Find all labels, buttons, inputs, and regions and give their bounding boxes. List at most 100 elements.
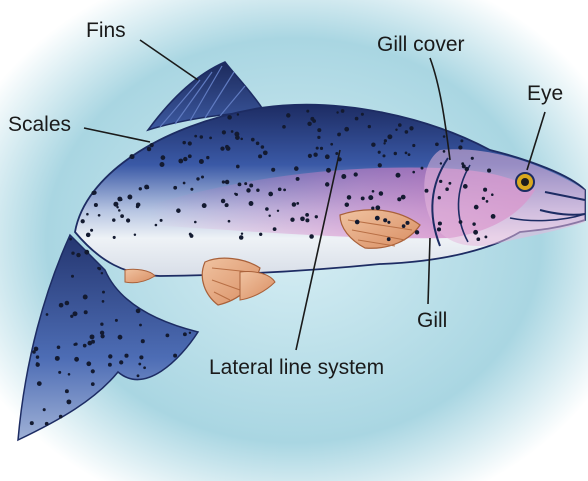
spot xyxy=(345,202,349,206)
spot xyxy=(58,371,61,374)
spot xyxy=(65,389,69,393)
spot xyxy=(161,155,166,160)
spot xyxy=(100,331,104,335)
spot xyxy=(487,169,491,173)
spot xyxy=(458,145,462,149)
spot xyxy=(100,323,103,326)
spot xyxy=(438,221,442,225)
spot xyxy=(344,127,349,132)
spot xyxy=(296,177,300,181)
spot xyxy=(190,188,193,191)
spot xyxy=(354,172,358,176)
spot xyxy=(131,155,135,159)
gill-label: Gill xyxy=(417,310,447,331)
spot xyxy=(408,153,411,156)
spot xyxy=(244,182,247,185)
spot xyxy=(305,213,309,217)
spot xyxy=(271,168,275,172)
spot xyxy=(119,360,123,364)
spot xyxy=(225,203,229,207)
spot xyxy=(491,214,496,219)
spot xyxy=(256,141,260,145)
spot xyxy=(91,382,95,386)
spot xyxy=(183,332,187,336)
spot xyxy=(378,151,381,154)
spot xyxy=(57,346,61,350)
spot xyxy=(84,310,88,314)
spot xyxy=(98,267,101,270)
spot xyxy=(273,227,277,231)
spot xyxy=(382,154,385,157)
spot xyxy=(405,152,408,155)
spot xyxy=(307,122,311,126)
spot xyxy=(387,237,391,241)
spot xyxy=(375,205,380,210)
spot xyxy=(90,229,93,232)
spot xyxy=(237,113,239,115)
spot xyxy=(325,182,329,186)
spot xyxy=(383,218,387,222)
spot xyxy=(137,374,140,377)
spot xyxy=(136,205,139,208)
spot xyxy=(147,147,151,151)
spot xyxy=(355,220,360,225)
spot xyxy=(59,303,64,308)
spot xyxy=(445,187,449,191)
scales-label: Scales xyxy=(8,114,71,135)
spot xyxy=(160,162,165,167)
lateral-line-label: Lateral line system xyxy=(209,357,384,378)
spot xyxy=(484,235,487,238)
spot xyxy=(113,236,116,239)
spot xyxy=(120,214,124,218)
spot xyxy=(118,209,121,212)
spot xyxy=(294,166,299,171)
spot xyxy=(117,197,122,202)
spot xyxy=(66,399,71,404)
spot xyxy=(448,182,451,185)
spot xyxy=(98,214,101,217)
spot xyxy=(394,152,397,155)
spot xyxy=(182,141,185,144)
spot xyxy=(239,235,244,240)
spot xyxy=(379,191,384,196)
spot xyxy=(341,109,345,113)
spot xyxy=(91,191,95,195)
spot xyxy=(368,195,373,200)
spot xyxy=(68,373,71,376)
spot xyxy=(74,357,79,362)
spot xyxy=(228,220,231,223)
spot xyxy=(415,230,419,234)
spot xyxy=(315,215,318,218)
spot xyxy=(326,168,331,173)
spot xyxy=(139,355,143,359)
spot xyxy=(305,218,309,222)
spot xyxy=(443,150,446,153)
spot xyxy=(94,203,98,207)
spot xyxy=(136,309,141,314)
spot xyxy=(443,135,446,138)
spot xyxy=(282,125,286,129)
spot xyxy=(261,145,265,149)
spot xyxy=(30,421,34,425)
spot xyxy=(36,363,40,367)
spot xyxy=(486,200,489,203)
spot xyxy=(236,165,240,169)
spot xyxy=(234,193,236,195)
spot xyxy=(139,324,142,327)
spot xyxy=(83,344,87,348)
spot xyxy=(209,137,212,140)
spot xyxy=(143,366,146,369)
spot xyxy=(201,175,204,178)
spot xyxy=(194,135,197,138)
spot xyxy=(199,159,204,164)
spot xyxy=(283,189,286,192)
spot xyxy=(375,216,380,221)
spot xyxy=(36,355,39,358)
spot xyxy=(341,174,346,179)
spot xyxy=(34,347,39,352)
spot xyxy=(188,154,192,158)
spot xyxy=(91,340,95,344)
spot xyxy=(384,139,387,142)
spot xyxy=(296,202,299,205)
spot xyxy=(71,275,74,278)
